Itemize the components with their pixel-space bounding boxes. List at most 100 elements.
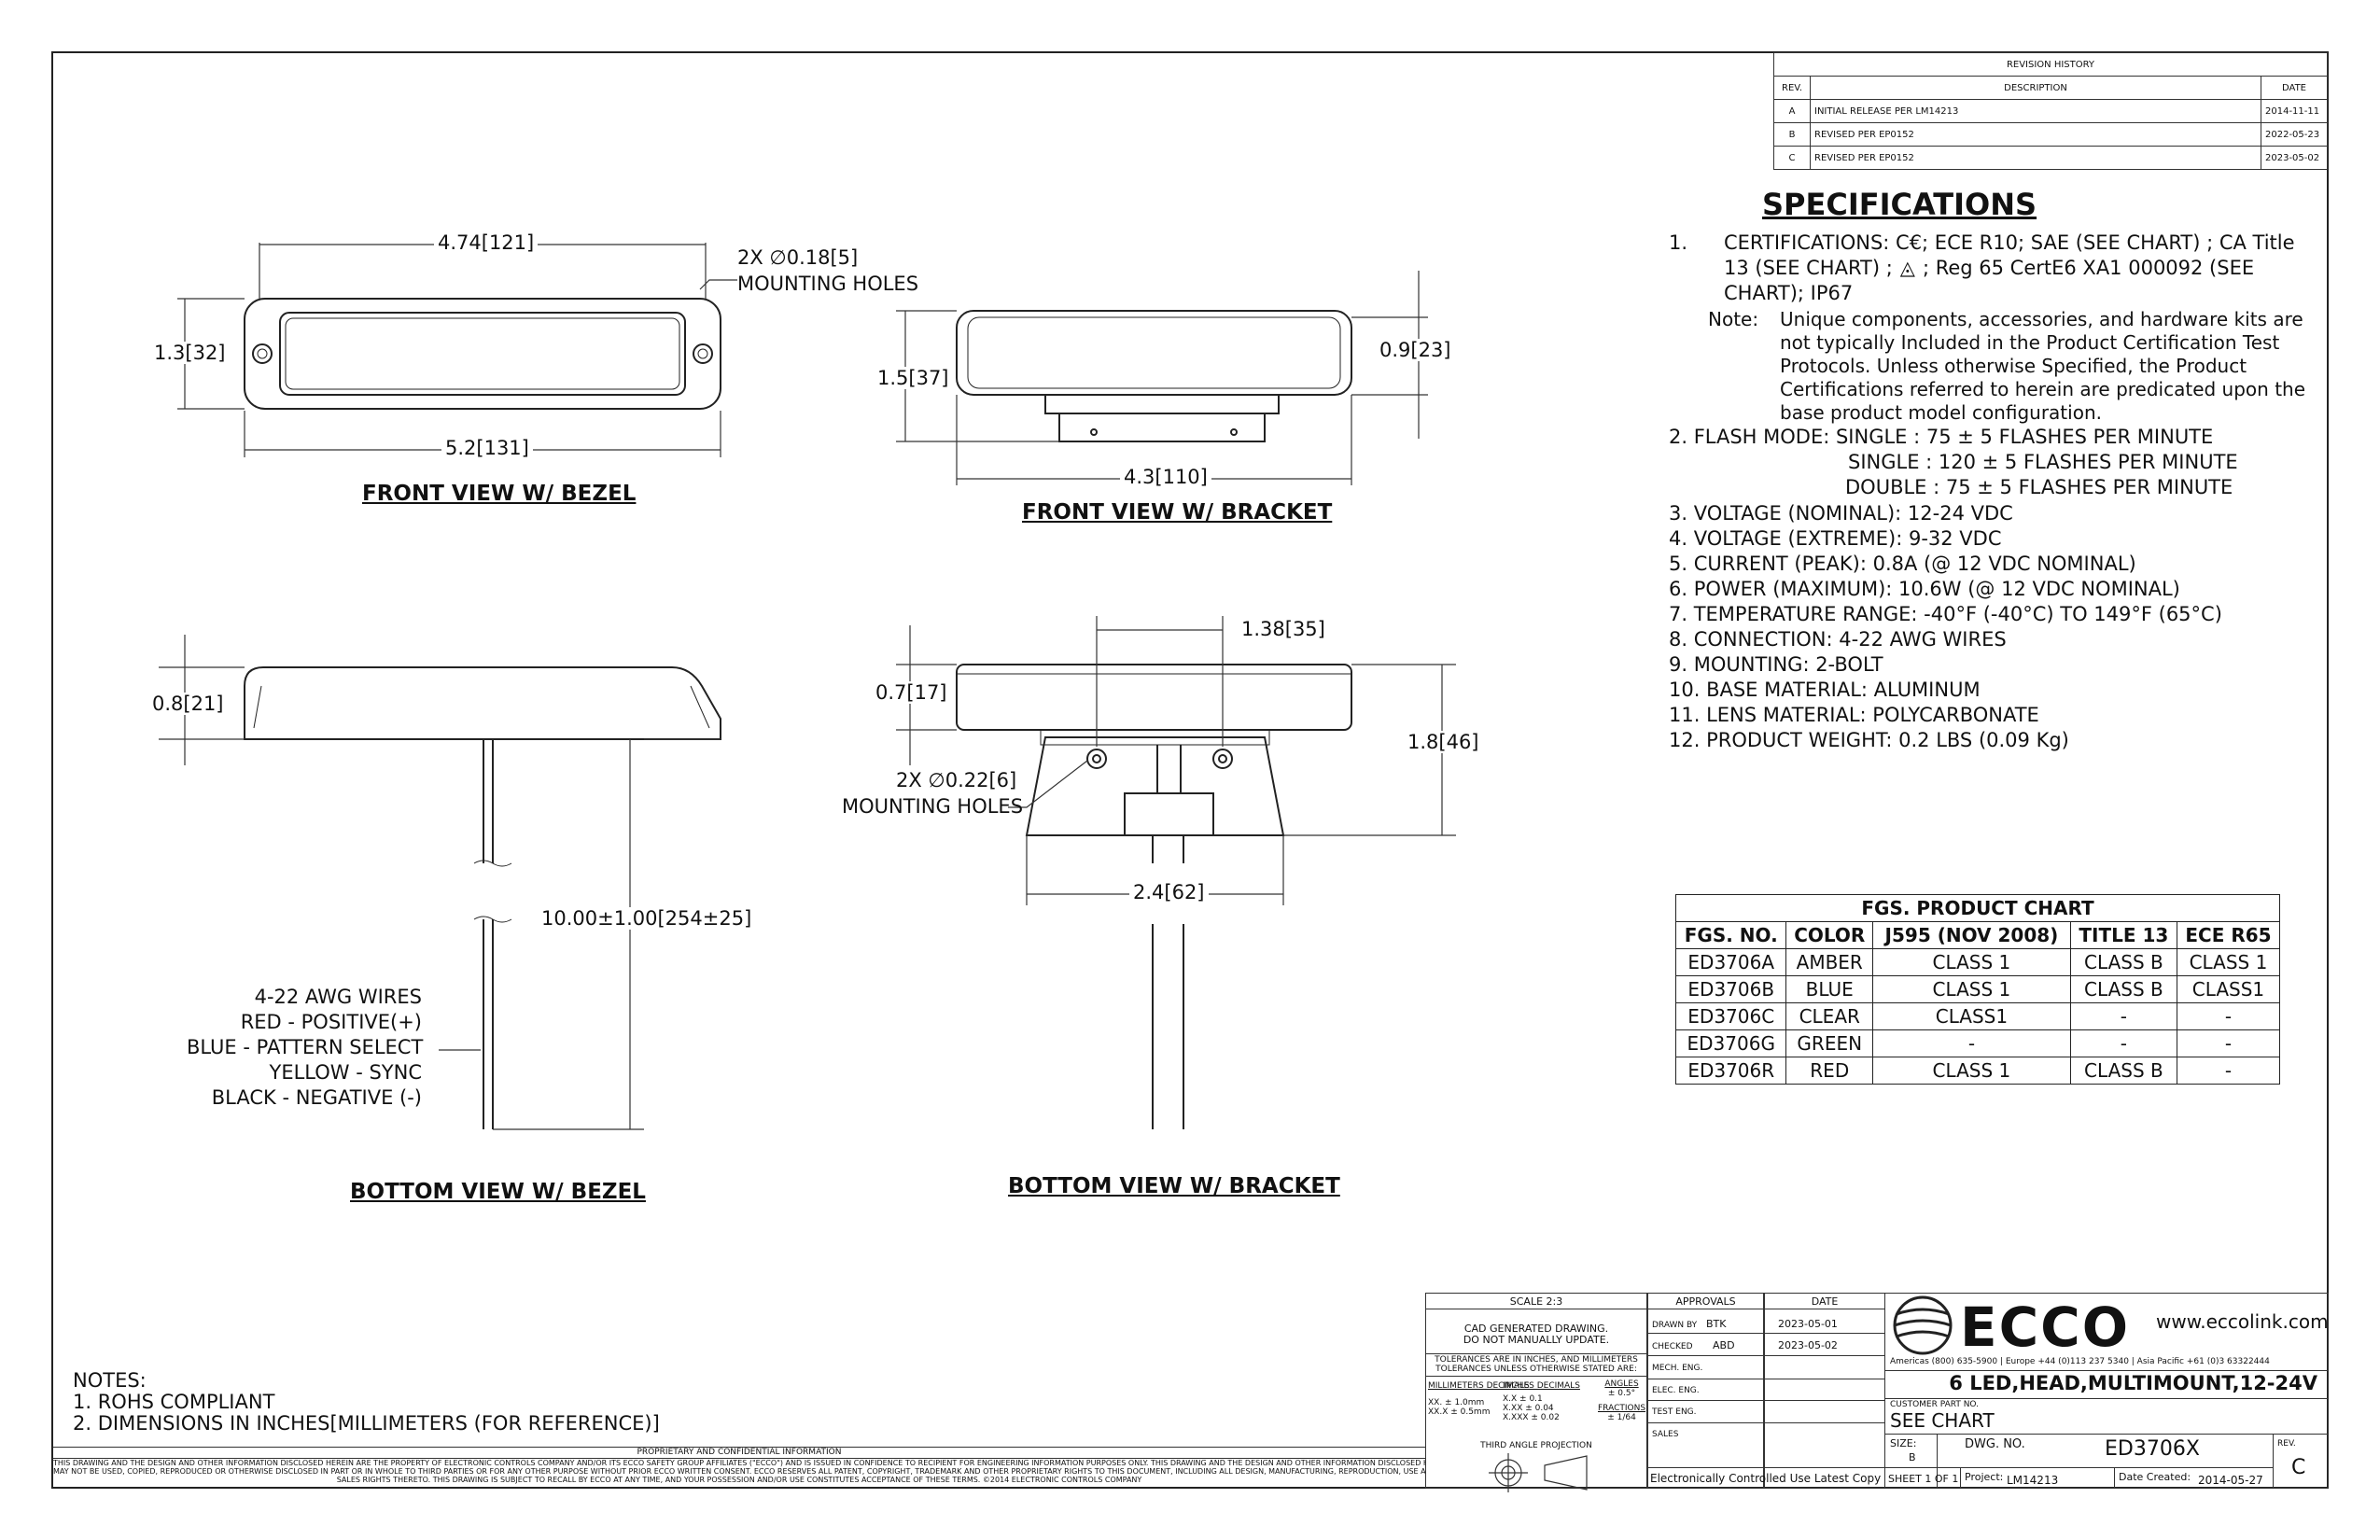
table-cell: CLASS 1 (2176, 948, 2281, 976)
rev-value: C (2291, 1456, 2306, 1479)
approvals-column (1647, 1293, 1764, 1489)
tolerance-value: XX.X ± 0.5mm (1428, 1407, 1491, 1417)
spec-note-line: Certifications referred to herein are pr… (1780, 378, 2306, 400)
wire-legend-line: BLACK - NEGATIVE (-) (211, 1086, 422, 1109)
drawing-number-value: ED3706X (2105, 1437, 2200, 1461)
table-cell: - (2176, 1057, 2281, 1085)
mm-tolerances: MILLIMETERS DECIMALS XX. ± 1.0mm XX.X ± … (1428, 1381, 1530, 1417)
table-cell: - (2176, 1029, 2281, 1057)
spec-line: 12. PRODUCT WEIGHT: 0.2 LBS (0.09 Kg) (1669, 729, 2069, 751)
spec-note-line: base product model configuration. (1780, 401, 2102, 424)
rev-header: REV. (1773, 76, 1811, 100)
table-cell: GREEN (1785, 1029, 1874, 1057)
title-block-left (1425, 1293, 1647, 1489)
spec-note: Unique components, accessories, and hard… (1780, 308, 2305, 425)
dim-front-bezel-width: 4.74[121] (434, 231, 539, 254)
dim-bottom-bracket-width: 2.4[62] (1129, 881, 1209, 903)
role-label: MECH. ENG. (1652, 1364, 1703, 1373)
note-line: 2. DIMENSIONS IN INCHES[MILLIMETERS (FOR… (73, 1412, 660, 1435)
bottom-bracket-holes-label: MOUNTING HOLES (842, 795, 1024, 818)
date-cell: 2023-05-02 (2261, 146, 2328, 170)
tolerance-heading: ANGLES (1604, 1379, 1639, 1389)
table-cell: ED3706R (1674, 1057, 1787, 1085)
revision-history-table: REVISION HISTORY REV. DESCRIPTION DATE A… (1773, 52, 2328, 170)
spec-line: 11. LENS MATERIAL: POLYCARBONATE (1669, 704, 2039, 726)
cad-note: CAD GENERATED DRAWING. DO NOT MANUALLY U… (1425, 1323, 1647, 1346)
spec-line: 2. FLASH MODE: SINGLE : 75 ± 5 FLASHES P… (1669, 426, 2214, 448)
spec-line: 7. TEMPERATURE RANGE: -40°F (-40°C) TO 1… (1669, 603, 2222, 625)
cert-triangle-icon: ◬ (1899, 257, 1915, 279)
wire-legend-line: RED - POSITIVE(+) (240, 1011, 422, 1033)
tolerance-value: ± 0.5° (1607, 1389, 1636, 1398)
spec-note-line: Unique components, accessories, and hard… (1780, 308, 2303, 330)
table-cell: AMBER (1785, 948, 1874, 976)
spec-line: ; Reg 65 CertE6 XA1 000092 (SEE (1922, 257, 2255, 279)
tolerance-line: TOLERANCES UNLESS OTHERWISE STATED ARE: (1435, 1365, 1637, 1374)
dim-front-bezel-height: 1.3[32] (154, 342, 226, 364)
table-cell: - (2069, 1029, 2177, 1057)
approvals-header: APPROVALS (1675, 1295, 1736, 1308)
table-cell: CLASS B (2069, 948, 2177, 976)
front-view-bracket-title: FRONT VIEW W/ BRACKET (1022, 500, 1333, 525)
table-cell: CLASS1 (2176, 975, 2281, 1003)
customer-part-label: CUSTOMER PART NO. (1890, 1400, 1980, 1409)
table-cell: BLUE (1785, 975, 1874, 1003)
spec-line: 8. CONNECTION: 4-22 AWG WIRES (1669, 628, 2007, 651)
tolerances-note: TOLERANCES ARE IN INCHES, AND MILLIMETER… (1425, 1355, 1647, 1374)
proprietary-line: THIS DRAWING AND THE DESIGN AND OTHER IN… (53, 1459, 1425, 1467)
drawn-by-name: BTK (1706, 1318, 1727, 1330)
spec-line: 4. VOLTAGE (EXTREME): 9-32 VDC (1669, 527, 2002, 550)
spec-note-line: not typically Included in the Product Ce… (1780, 331, 2280, 354)
tolerance-heading: MILLIMETERS DECIMALS (1428, 1381, 1530, 1391)
website-link[interactable]: www.eccolink.com (2156, 1310, 2329, 1333)
tolerance-line: TOLERANCES ARE IN INCHES, AND MILLIMETER… (1435, 1355, 1638, 1365)
bottom-view-bezel-title: BOTTOM VIEW W/ BEZEL (350, 1180, 646, 1204)
table-cell: CLASS 1 (1872, 1057, 2071, 1085)
tolerance-value: ± 1/64 (1607, 1413, 1636, 1422)
project-value: LM14213 (2007, 1474, 2059, 1487)
table-cell: - (1872, 1029, 2071, 1057)
dim-wire-length: 10.00±1.00[254±25] (541, 907, 752, 930)
proprietary-title: PROPRIETARY AND CONFIDENTIAL INFORMATION (53, 1448, 1425, 1459)
wire-legend-line: 4-22 AWG WIRES (254, 986, 422, 1008)
product-chart-title: FGS. PRODUCT CHART (1675, 894, 2280, 922)
table-cell: CLASS B (2069, 1057, 2177, 1085)
spec-line: CERTIFICATIONS: C€; ECE R10; SAE (SEE CH… (1724, 231, 2295, 254)
checked-label: CHECKED (1652, 1342, 1693, 1351)
dim-bottom-bracket-height: 0.7[17] (875, 681, 947, 704)
chart-header: COLOR (1785, 921, 1874, 949)
wire-legend: 4-22 AWG WIRES RED - POSITIVE(+) BLUE - … (187, 985, 424, 1111)
projection-label: THIRD ANGLE PROJECTION (1480, 1441, 1592, 1450)
chart-header: J595 (NOV 2008) (1872, 921, 2071, 949)
product-chart-table: FGS. PRODUCT CHART FGS. NO. COLOR J595 (… (1674, 894, 2281, 1085)
proprietary-line: MAY NOT BE USED, COPIED, REPRODUCED OR O… (53, 1467, 1425, 1476)
bottom-bracket-holes-callout: 2X ∅0.22[6] (896, 769, 1017, 791)
front-bezel-holes-label: MOUNTING HOLES (737, 273, 919, 295)
dim-front-bracket-body: 0.9[23] (1379, 339, 1451, 361)
drawing-number-label: DWG. NO. (1965, 1437, 2025, 1451)
cad-note-line: DO NOT MANUALLY UPDATE. (1463, 1334, 1610, 1346)
tolerance-heading: INCHES DECIMALS (1503, 1381, 1580, 1391)
front-view-bracket-drawing (956, 310, 1352, 442)
product-description: 6 LED,HEAD,MULTIMOUNT,12-24V (1949, 1372, 2317, 1394)
wire-legend-line: YELLOW - SYNC (269, 1061, 423, 1084)
dim-bottom-bracket-total: 1.8[46] (1407, 731, 1479, 753)
front-bezel-holes-callout: 2X ∅0.18[5] (737, 246, 859, 269)
spec-item-number: 1. (1669, 231, 1688, 254)
proprietary-line: SALES RIGHTS THERETO. THIS DRAWING IS SU… (336, 1476, 1142, 1484)
size-value: B (1909, 1451, 1916, 1463)
spec-line: 5. CURRENT (PEAK): 0.8A (@ 12 VDC NOMINA… (1669, 553, 2136, 575)
wire-legend-line: BLUE - PATTERN SELECT (187, 1036, 424, 1058)
rev-cell: C (1773, 146, 1811, 170)
drawn-date: 2023-05-01 (1778, 1318, 1838, 1330)
chart-header: ECE R65 (2176, 921, 2281, 949)
angle-tolerances: ANGLES ± 0.5° FRACTIONS ± 1/64 (1598, 1379, 1645, 1422)
checked-name: ABD (1713, 1339, 1735, 1351)
role-label: TEST ENG. (1652, 1407, 1697, 1417)
note-line: 1. ROHS COMPLIANT (73, 1391, 275, 1413)
spec-note-label: Note: (1708, 308, 1759, 330)
drawn-by-label: DRAWN BY (1652, 1321, 1698, 1330)
size-label: SIZE: (1890, 1437, 1917, 1449)
